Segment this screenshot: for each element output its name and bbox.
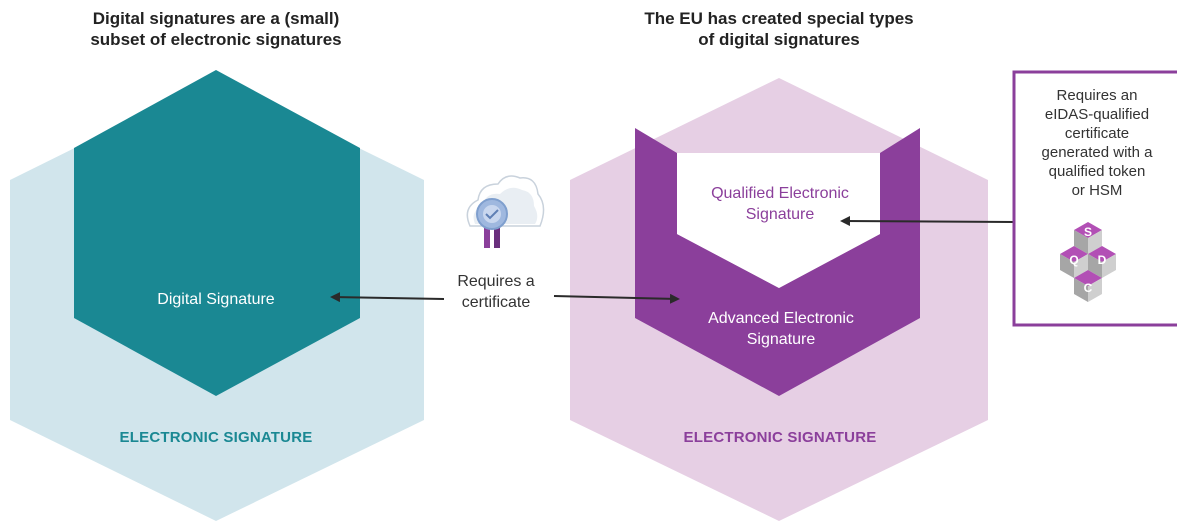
left-title-line-1: Digital signatures are a (small) <box>92 9 340 28</box>
right-inner-band <box>635 128 920 396</box>
qualified-region <box>677 153 880 288</box>
callout-line-5: qualified token <box>1048 163 1146 180</box>
right-title-line-1: The EU has created special types <box>644 9 914 28</box>
right-electronic-signature-text: ELECTRONIC SIGNATURE <box>683 429 877 446</box>
callout-line-1: Requires an <box>1056 87 1138 104</box>
cube-letter-s: S <box>1084 225 1092 239</box>
left-electronic-signature-text: ELECTRONIC SIGNATURE <box>119 429 313 446</box>
left-inner-hexagon <box>74 70 360 396</box>
cube-letter-q: Q <box>1069 253 1078 267</box>
arrow-to-qualified-signature <box>840 216 1015 227</box>
advanced-signature-line-1: Advanced Electronic <box>708 310 854 327</box>
right-electronic-signature-label: ELECTRONIC SIGNATURE <box>650 427 910 448</box>
left-title-line-2: subset of electronic signatures <box>90 30 342 49</box>
requires-certificate-line-1: Requires a <box>457 273 535 290</box>
right-title: The EU has created special types of digi… <box>599 8 959 50</box>
callout-box <box>1012 70 1177 327</box>
digital-signature-label: Digital Signature <box>116 289 316 310</box>
advanced-signature-label: Advanced Electronic Signature <box>666 308 896 350</box>
requires-certificate-label: Requires a certificate <box>436 271 556 313</box>
certificate-cloud-icon <box>466 175 545 248</box>
callout-line-3: certificate <box>1064 125 1130 142</box>
left-title: Digital signatures are a (small) subset … <box>36 8 396 50</box>
qscd-cubes-icon: S Q D C <box>1060 222 1116 302</box>
cube-letter-d: D <box>1098 253 1107 267</box>
callout-text: Requires an eIDAS-qualified certificate … <box>1018 86 1176 200</box>
right-title-line-2: of digital signatures <box>698 30 860 49</box>
left-electronic-signature-label: ELECTRONIC SIGNATURE <box>86 427 346 448</box>
arrow-to-advanced-signature <box>553 293 680 304</box>
qualified-signature-line-2: Signature <box>745 206 815 223</box>
callout-line-2: eIDAS-qualified <box>1044 106 1150 123</box>
cube-letter-c: C <box>1084 281 1093 295</box>
callout-line-6: or HSM <box>1071 182 1123 199</box>
arrow-to-digital-signature <box>330 292 445 303</box>
requires-certificate-line-2: certificate <box>461 294 531 311</box>
qualified-signature-label: Qualified Electronic Signature <box>680 183 880 225</box>
advanced-signature-line-2: Signature <box>746 331 816 348</box>
digital-signature-text: Digital Signature <box>157 291 275 308</box>
callout-line-4: generated with a <box>1041 144 1153 161</box>
qualified-signature-line-1: Qualified Electronic <box>711 185 849 202</box>
